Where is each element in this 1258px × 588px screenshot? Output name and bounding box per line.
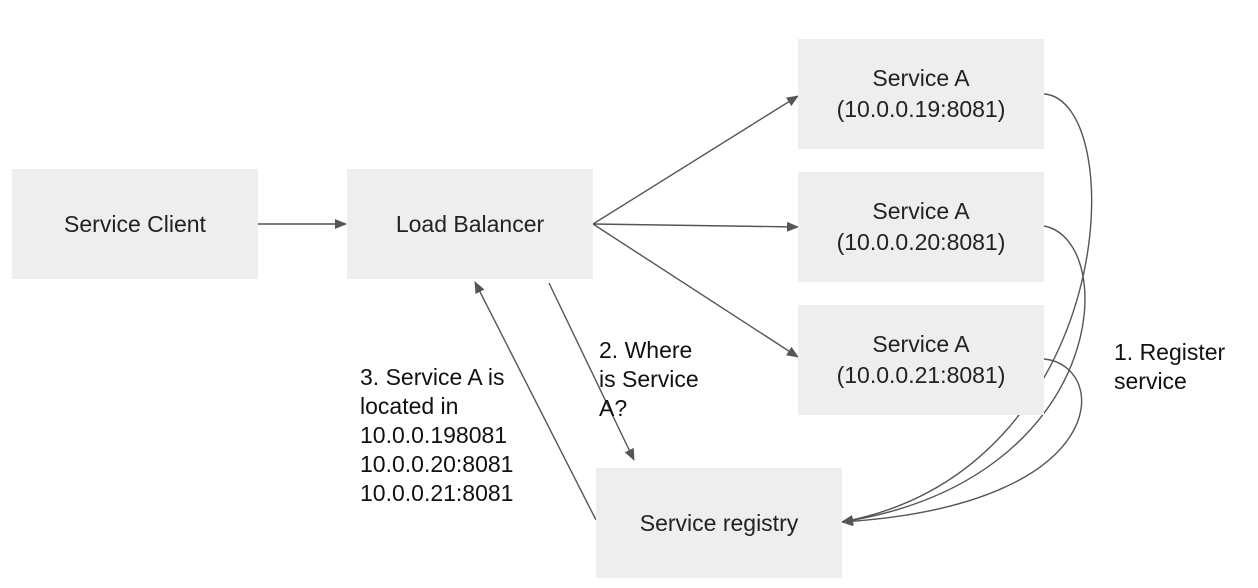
edge-service-a2-to-registry	[841, 225, 1086, 526]
label-line: is Service	[599, 366, 699, 392]
edge-service-a3-to-registry	[841, 358, 1083, 527]
edge-lb-to-service-a3	[592, 223, 799, 358]
service-client-label: Service Client	[64, 210, 206, 237]
label-line: service	[1114, 368, 1187, 394]
service-a-address: (10.0.0.19:8081)	[836, 96, 1006, 122]
service-a-instance-2: Service A (10.0.0.20:8081)	[798, 172, 1044, 282]
label-line: 3. Service A is	[360, 364, 505, 390]
service-a-instance-1: Service A (10.0.0.19:8081)	[798, 39, 1044, 149]
label-line: 10.0.0.20:8081	[360, 451, 514, 477]
label-line: 2. Where	[599, 337, 693, 363]
label-line: A?	[599, 395, 628, 421]
service-registry-label: Service registry	[639, 509, 799, 536]
label-line: 1. Register	[1114, 339, 1226, 365]
label-register-service: 1. Register service	[1114, 338, 1225, 396]
edge-lb-to-service-a1	[592, 95, 799, 225]
label-line: 10.0.0.21:8081	[360, 480, 514, 506]
service-client-node: Service Client	[12, 169, 258, 279]
service-a-name: Service A	[872, 65, 970, 91]
edge-registry-to-lb	[474, 281, 597, 521]
service-a-address: (10.0.0.21:8081)	[836, 362, 1006, 388]
service-a-instance-3: Service A (10.0.0.21:8081)	[798, 305, 1044, 415]
label-line: located in	[360, 393, 459, 419]
service-a-address: (10.0.0.20:8081)	[836, 229, 1006, 255]
label-where-is-service-a: 2. Where is Service A?	[599, 336, 699, 423]
service-registry-node: Service registry	[596, 468, 842, 578]
load-balancer-node: Load Balancer	[347, 169, 593, 279]
label-line: 10.0.0.198081	[360, 422, 508, 448]
edge-lb-to-registry	[548, 282, 635, 461]
edge-service-a1-to-registry	[841, 93, 1093, 525]
edge-lb-to-service-a2	[592, 221, 799, 232]
service-a-name: Service A	[872, 331, 970, 357]
label-service-a-located: 3. Service A is located in 10.0.0.198081…	[360, 363, 513, 508]
service-a-name: Service A	[872, 198, 970, 224]
load-balancer-label: Load Balancer	[395, 210, 545, 237]
